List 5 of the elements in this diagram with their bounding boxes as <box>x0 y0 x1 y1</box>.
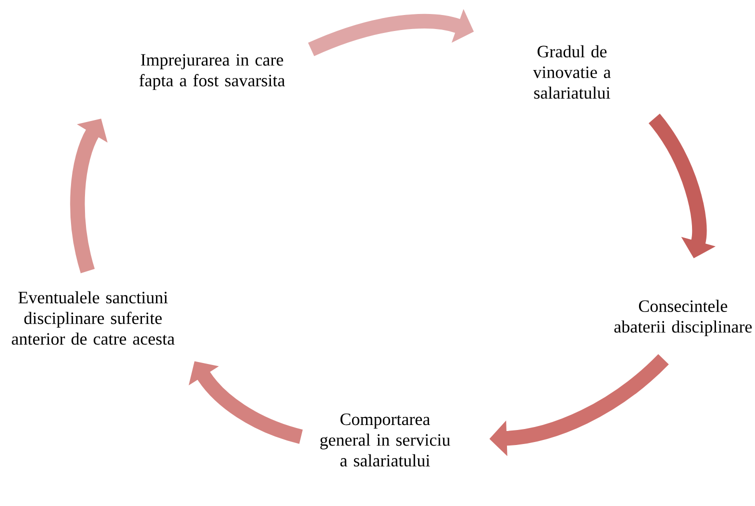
step-text: Comportarea general in serviciu a salariatului <box>320 414 450 466</box>
step-text: Consecintele abaterii disciplinare <box>614 300 752 336</box>
step-text: Imprejurarea in care fapta a fost savarsita <box>139 54 285 90</box>
step-text: Gradul de vinovatie a salariatului <box>533 45 611 99</box>
step-text: Eventualele sanctiuni disciplinare suferite anterior de catre acesta <box>12 291 175 345</box>
